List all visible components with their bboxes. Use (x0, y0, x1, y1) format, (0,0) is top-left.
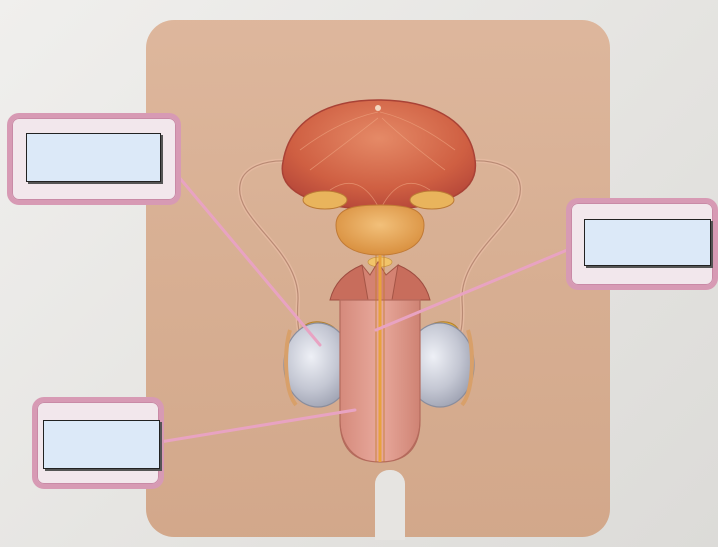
prostate (336, 205, 424, 255)
seminal-vesicle-left (303, 191, 347, 209)
label-box-right[interactable] (584, 219, 711, 266)
leader-line-bottom-left (160, 410, 355, 442)
seminal-vesicle-right (410, 191, 454, 209)
label-box-bottom-left[interactable] (43, 420, 160, 469)
label-box-top-left[interactable] (26, 133, 161, 182)
leader-line-top-left (178, 176, 320, 345)
